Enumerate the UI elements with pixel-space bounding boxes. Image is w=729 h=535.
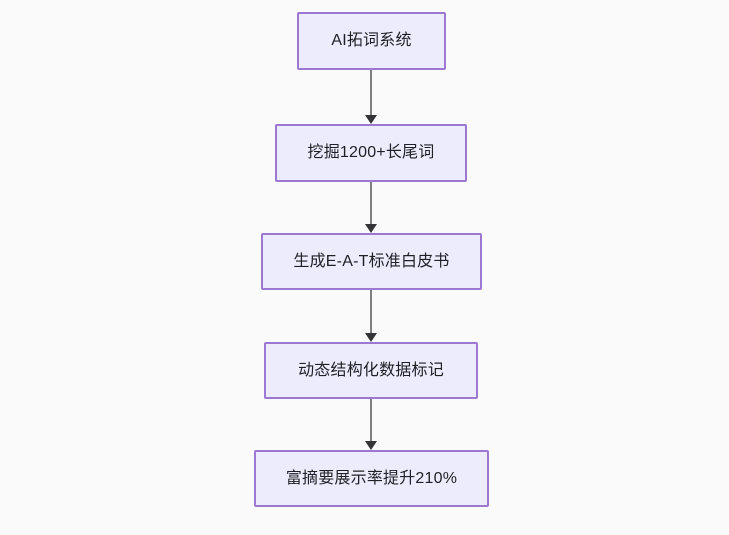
flow-connector-2 [365, 182, 377, 233]
arrowhead-icon [365, 333, 377, 342]
flow-node-label: 动态结构化数据标记 [298, 361, 444, 379]
arrowhead-icon [365, 441, 377, 450]
flow-node-generate-eat-whitepaper[interactable]: 生成E-A-T标准白皮书 [261, 233, 482, 290]
flow-connector-4 [365, 399, 377, 450]
flow-node-label: 挖掘1200+长尾词 [307, 144, 435, 162]
connector-line [370, 70, 372, 115]
flow-connector-3 [365, 290, 377, 342]
flow-node-label: AI拓词系统 [331, 32, 412, 50]
flow-node-dynamic-structured-data-markup[interactable]: 动态结构化数据标记 [264, 342, 478, 399]
flow-node-ai-keyword-system[interactable]: AI拓词系统 [297, 12, 446, 70]
flow-node-label: 生成E-A-T标准白皮书 [293, 252, 450, 270]
flow-node-rich-snippet-impression-lift[interactable]: 富摘要展示率提升210% [254, 450, 489, 507]
arrowhead-icon [365, 224, 377, 233]
flow-node-label: 富摘要展示率提升210% [285, 469, 458, 487]
arrowhead-icon [365, 115, 377, 124]
connector-line [370, 182, 372, 224]
flow-connector-1 [365, 70, 377, 124]
flow-node-mine-longtail-keywords[interactable]: 挖掘1200+长尾词 [275, 124, 467, 182]
connector-line [370, 290, 372, 333]
connector-line [370, 399, 372, 441]
